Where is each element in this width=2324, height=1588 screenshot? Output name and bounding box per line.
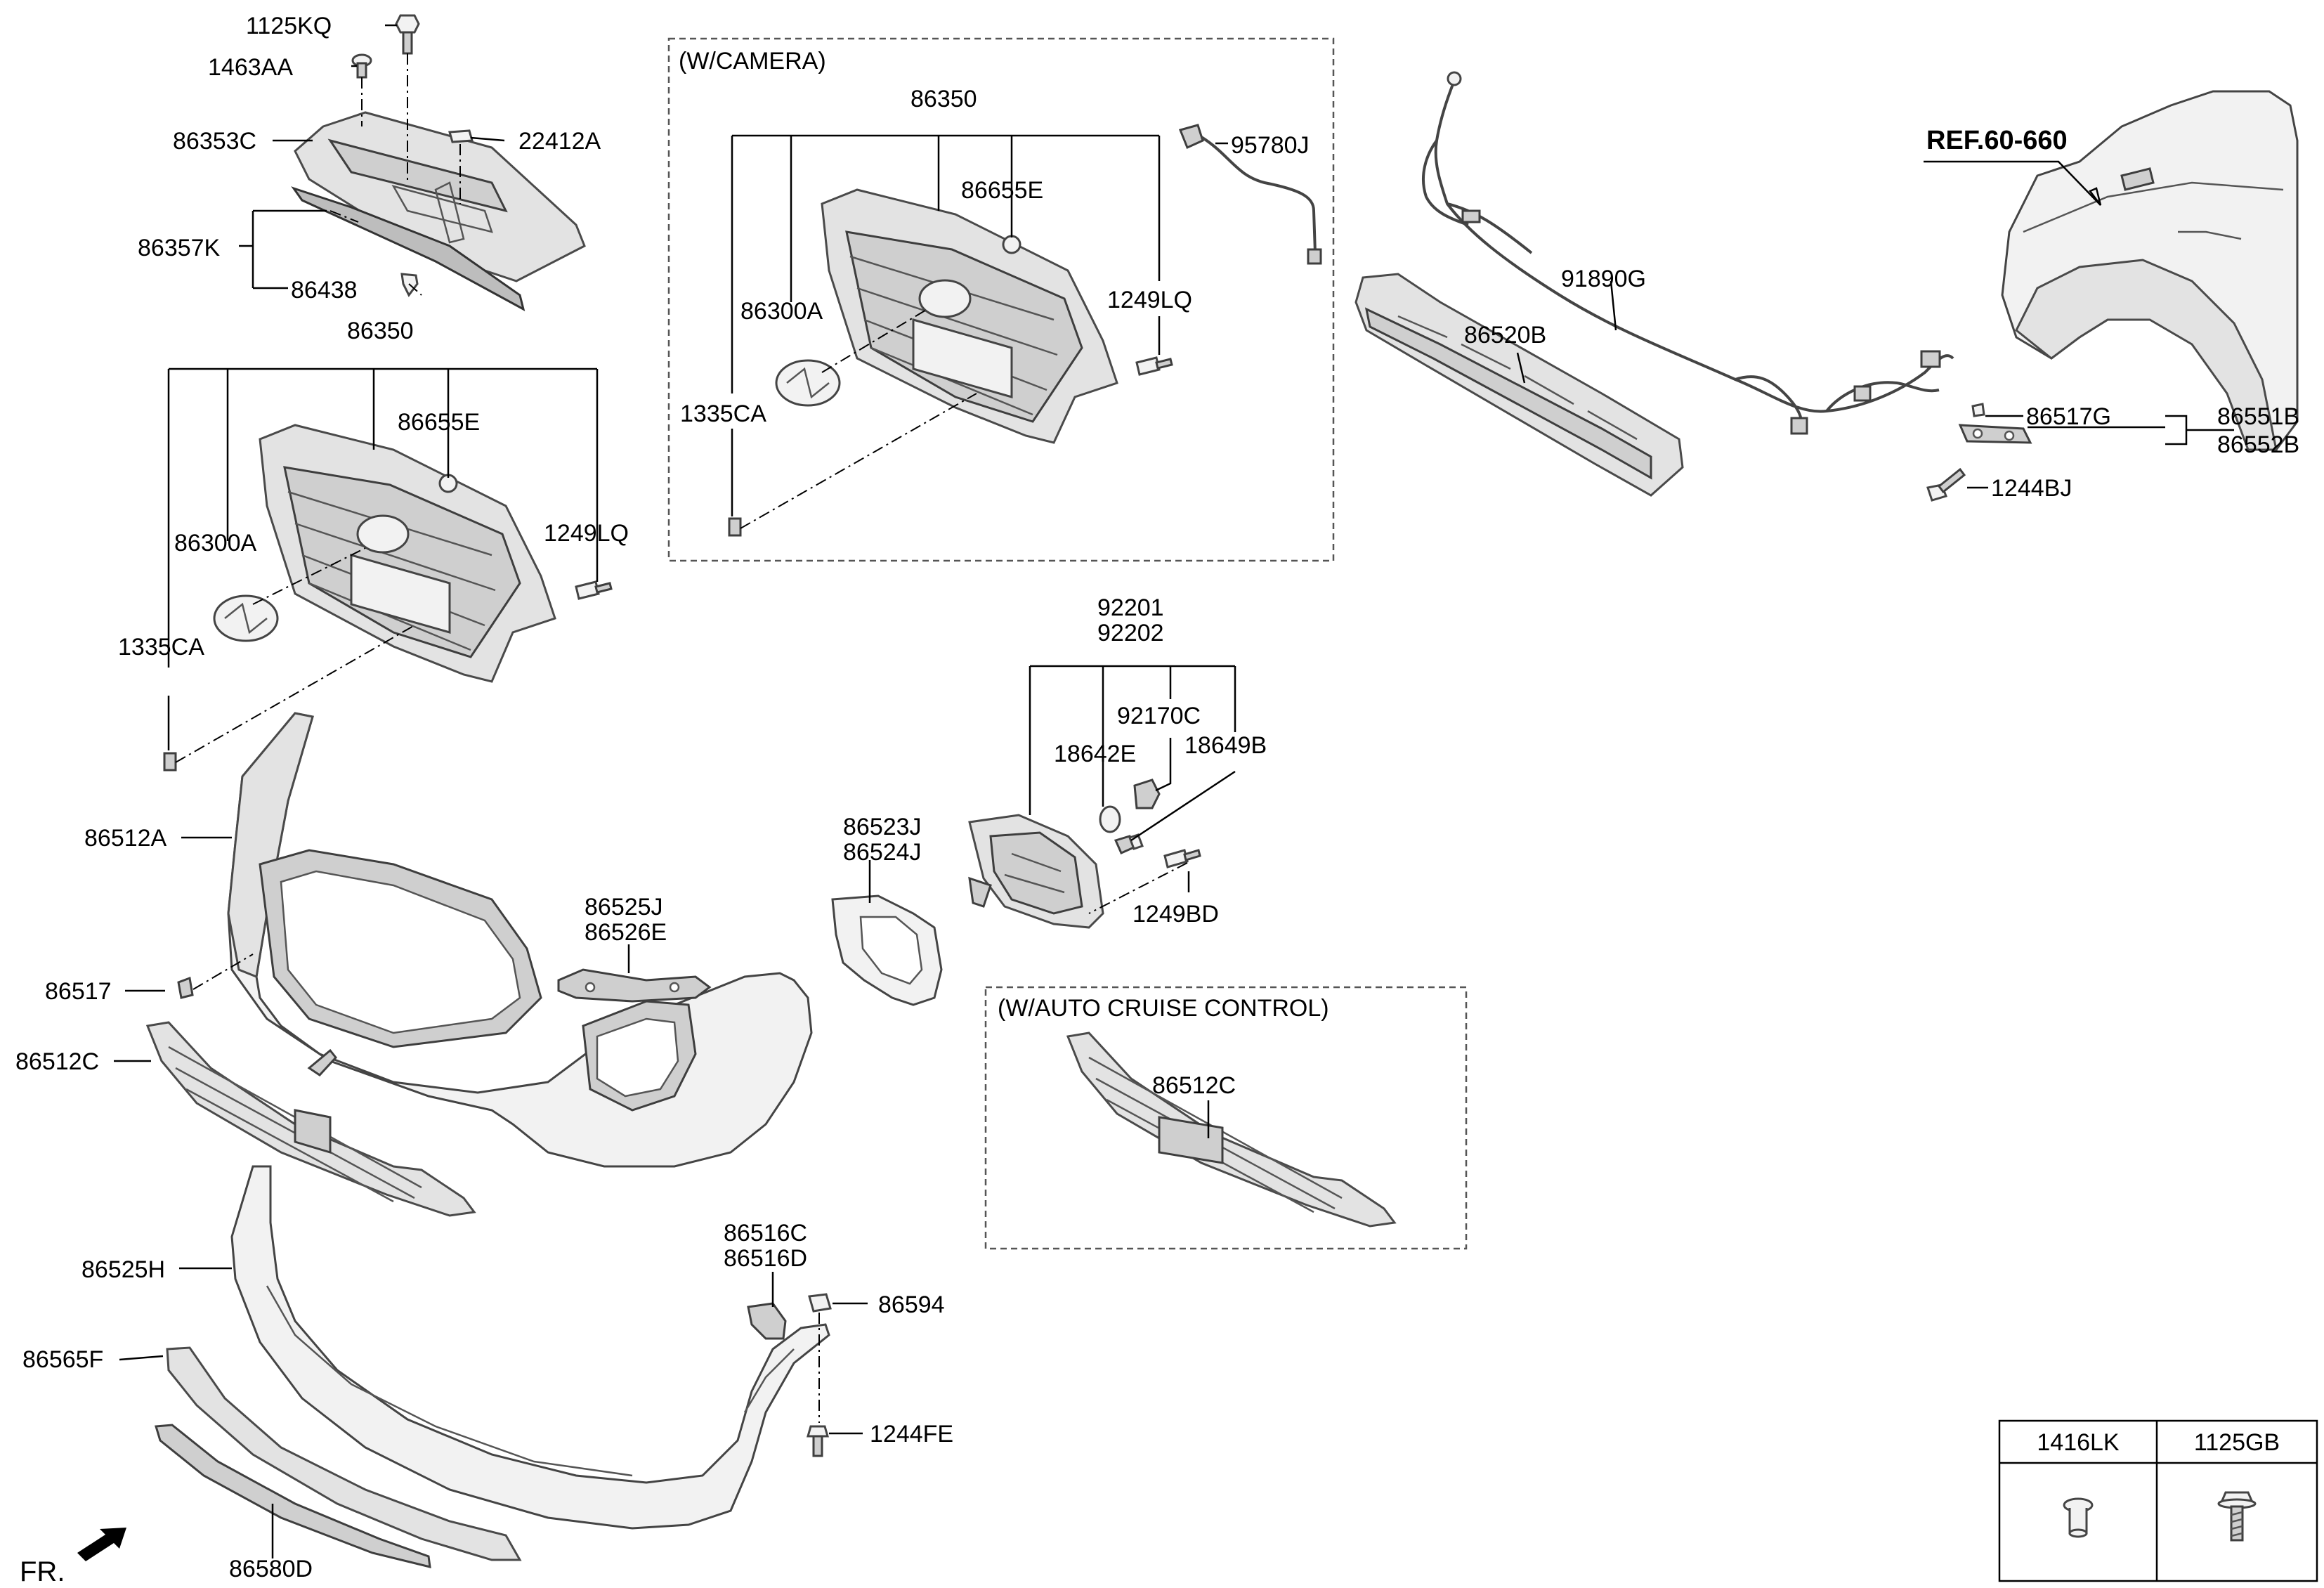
clip-86517-icon <box>177 976 194 999</box>
bumper-bracket-86525J-part <box>557 968 712 1003</box>
camera-wiring-95780J-part <box>1178 124 1322 265</box>
label-86438: 86438 <box>291 277 358 304</box>
label-1463AA: 1463AA <box>208 54 293 81</box>
label-86523J: 86523J <box>843 814 922 840</box>
screw-1249LQ-b-icon <box>1135 356 1173 376</box>
screw-1249LQ-a-icon <box>575 580 613 600</box>
bolt-1125KQ-icon <box>395 14 420 55</box>
cruise-group-box <box>984 986 1468 1250</box>
label-92170C: 92170C <box>1117 703 1201 729</box>
label-86525H: 86525H <box>81 1256 165 1283</box>
table-header-1416LK: 1416LK <box>2037 1429 2120 1456</box>
front-arrow-icon <box>77 1528 126 1561</box>
grommet-icon <box>2063 1497 2094 1538</box>
emblem-86300A-icon <box>213 594 279 642</box>
label-ref-60-660: REF.60-660 <box>1926 126 2068 155</box>
clip-86517G-icon <box>1971 403 1985 417</box>
label-1125KQ: 1125KQ <box>246 13 332 39</box>
label-86594: 86594 <box>878 1291 945 1318</box>
label-91890G: 91890G <box>1561 266 1646 292</box>
label-86300A-camera: 86300A <box>740 298 823 325</box>
label-86655E-grille: 86655E <box>398 409 480 436</box>
fastener-table: 1416LK 1125GB <box>1998 1419 2318 1582</box>
clip-1335CA-b-icon <box>728 517 742 537</box>
label-86580D: 86580D <box>229 1556 313 1582</box>
label-1335CA-camera: 1335CA <box>680 401 766 427</box>
label-1249LQ-camera: 1249LQ <box>1107 287 1192 313</box>
label-86525J: 86525J <box>585 894 663 920</box>
label-86300A-grille: 86300A <box>174 530 257 557</box>
label-86512A: 86512A <box>84 825 167 852</box>
label-18642E: 18642E <box>1054 741 1136 767</box>
lower-lip-86580D-part <box>155 1424 431 1568</box>
label-86524J: 86524J <box>843 839 922 866</box>
front-direction-label: FR. <box>20 1556 65 1587</box>
bulb-18649B-icon <box>1114 833 1144 854</box>
front-bumper-cover-part <box>227 712 813 1168</box>
label-1249BD: 1249BD <box>1132 901 1219 928</box>
label-18649B: 18649B <box>1184 732 1267 759</box>
label-86552B: 86552B <box>2217 431 2299 458</box>
clip-1335CA-a-icon <box>163 752 177 772</box>
camera-group-box <box>667 37 1335 562</box>
label-86516D: 86516D <box>724 1245 807 1272</box>
screw-1249BD-icon <box>1163 849 1201 868</box>
cruise-group-title: (W/AUTO CRUISE CONTROL) <box>998 995 1329 1022</box>
fog-lamp-assembly-part <box>968 814 1104 929</box>
bulb-18642E-icon <box>1099 805 1121 833</box>
energy-absorber-part <box>1354 273 1684 497</box>
label-86565F: 86565F <box>22 1346 103 1373</box>
label-86350-camera: 86350 <box>910 86 977 112</box>
label-86526E: 86526E <box>585 919 667 946</box>
label-1244FE: 1244FE <box>870 1421 953 1447</box>
lower-bumper-part <box>230 1165 830 1530</box>
socket-92170C-icon <box>1133 779 1161 809</box>
clip-1463AA-icon <box>351 53 372 79</box>
lower-grille-cruise-part <box>1066 1031 1397 1228</box>
label-86512C-left: 86512C <box>15 1048 99 1075</box>
lower-strip-86565F-part <box>166 1346 522 1561</box>
label-22412A-icon <box>448 129 474 143</box>
camera-group-title: (W/CAMERA) <box>679 48 826 74</box>
bolt-1244BJ-icon <box>1926 467 1966 502</box>
label-22412A: 22412A <box>518 128 601 155</box>
radiator-grille-camera-part <box>821 188 1118 444</box>
bolt-1244FE-icon <box>807 1425 829 1457</box>
lower-bracket-86516C-part <box>747 1302 787 1340</box>
lower-grille-part <box>145 1021 476 1217</box>
label-86520B: 86520B <box>1464 322 1546 349</box>
label-86357K: 86357K <box>138 235 221 261</box>
label-1249LQ-grille: 1249LQ <box>544 520 629 547</box>
label-86551B: 86551B <box>2217 403 2299 430</box>
label-86517G: 86517G <box>2026 403 2111 430</box>
table-header-1125GB: 1125GB <box>2194 1429 2280 1456</box>
fog-lamp-bezel-part <box>831 894 943 1006</box>
label-86350-grille: 86350 <box>347 318 414 344</box>
label-86655E-camera: 86655E <box>961 177 1043 204</box>
clip-86655E-b-icon <box>1002 235 1021 254</box>
nut-86594-icon <box>808 1293 832 1313</box>
label-86517: 86517 <box>45 978 112 1005</box>
fender-bracket-86551B-part <box>1958 424 2032 444</box>
label-1244BJ: 1244BJ <box>1991 475 2072 502</box>
label-92202: 92202 <box>1097 620 1164 646</box>
label-1335CA-grille: 1335CA <box>118 634 204 660</box>
label-86353C: 86353C <box>173 128 256 155</box>
label-95780J: 95780J <box>1231 132 1310 159</box>
label-92201: 92201 <box>1097 594 1164 621</box>
bumper-wiring-harness-part <box>1421 71 1954 435</box>
bolt-icon <box>2217 1491 2257 1542</box>
radiator-grille-part <box>259 424 556 683</box>
label-86516C: 86516C <box>724 1220 807 1247</box>
label-86512C-cruise: 86512C <box>1152 1072 1236 1099</box>
